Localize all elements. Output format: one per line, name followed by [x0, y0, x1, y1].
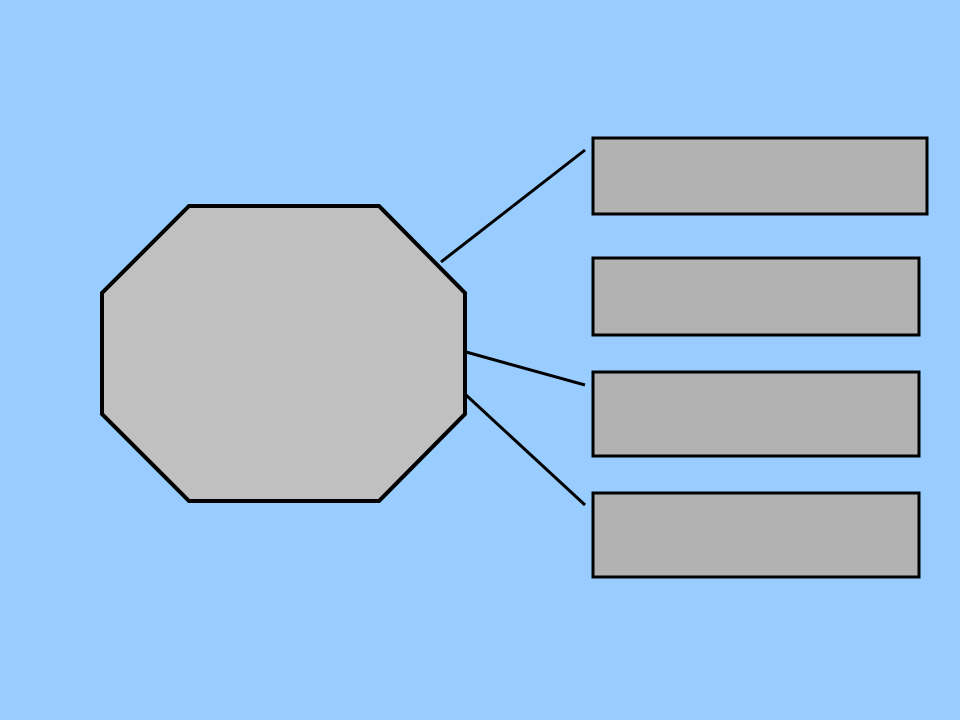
box-2-rect	[591, 256, 921, 337]
central-octagon	[100, 204, 467, 503]
box-1-rect	[591, 136, 929, 216]
box-1	[591, 136, 929, 216]
connector-line-to-box-4	[464, 393, 587, 507]
box-2	[591, 256, 921, 337]
box-4-rect	[591, 491, 921, 579]
box-4	[591, 491, 921, 579]
connector-line-to-box-1	[440, 148, 586, 264]
box-3-rect	[591, 370, 921, 458]
box-3	[591, 370, 921, 458]
connector-line-to-box-3	[465, 350, 586, 387]
